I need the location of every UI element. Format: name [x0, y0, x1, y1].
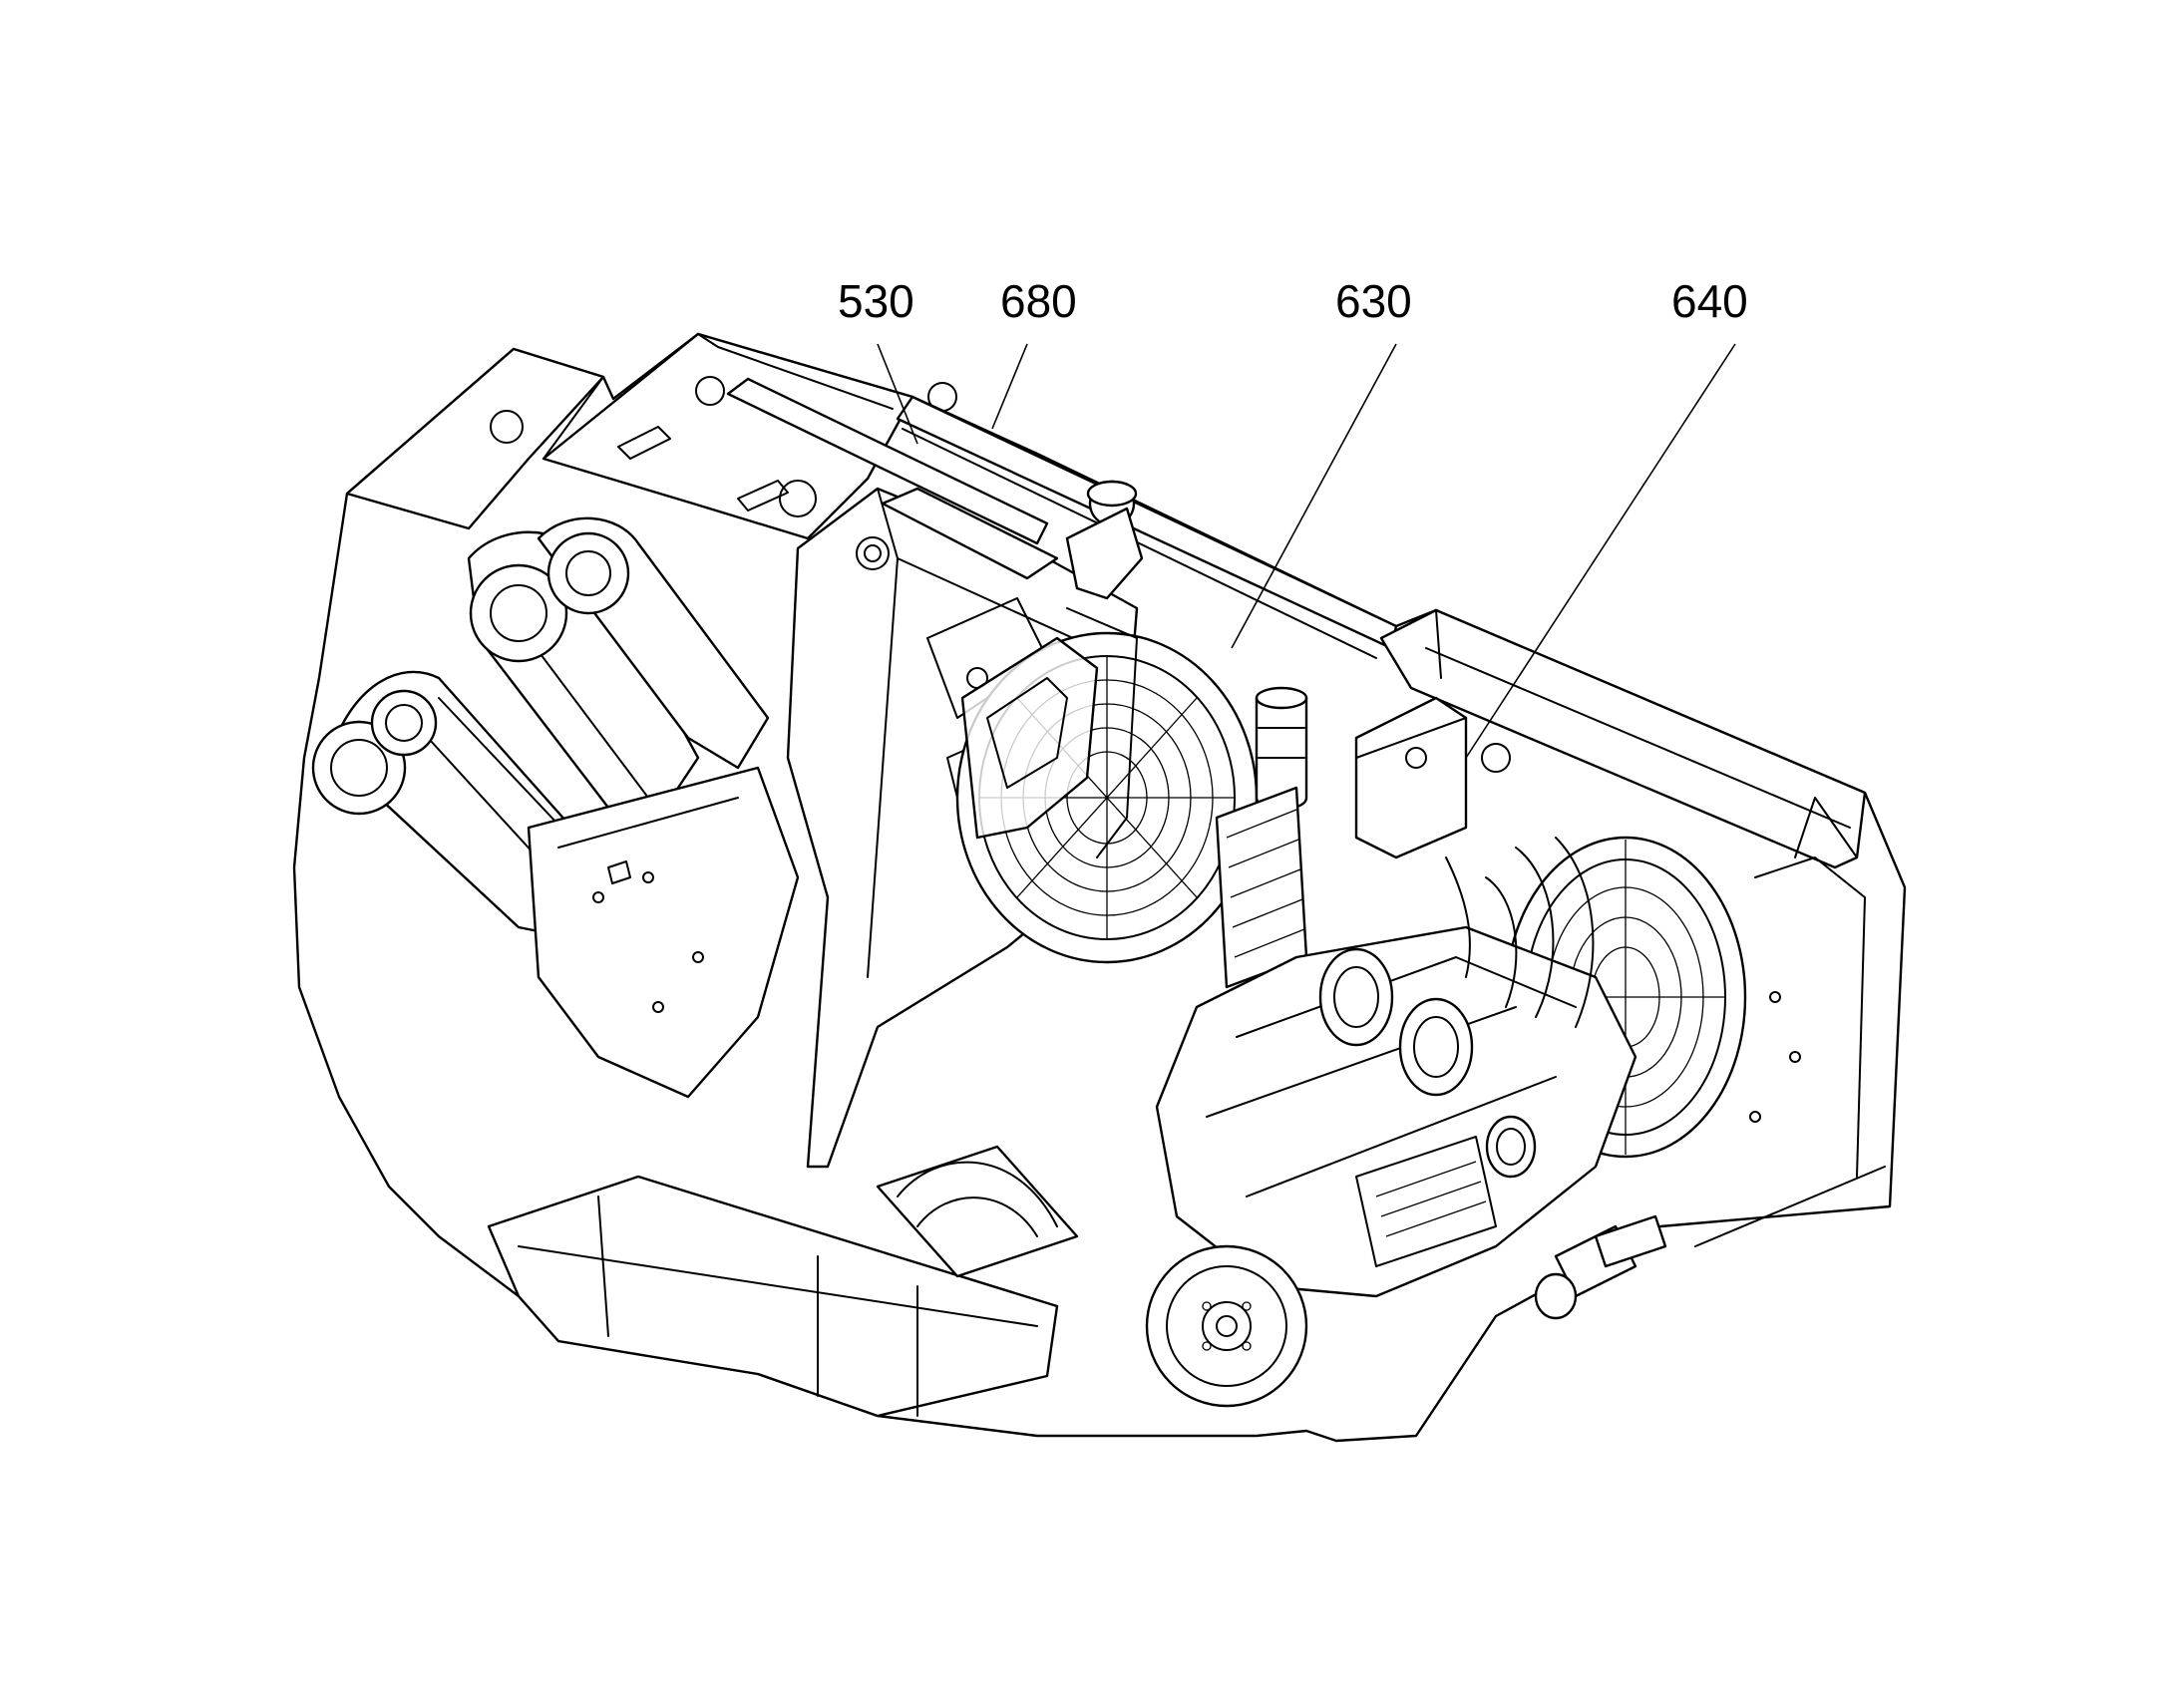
turbo-housing-icon	[1318, 947, 1394, 1047]
right-housing	[1354, 696, 1511, 859]
leader-680	[991, 343, 1028, 430]
pivot-bore-icon	[370, 689, 438, 757]
fan-bracket	[960, 607, 1138, 858]
engine-flywheel-icon	[1145, 1244, 1308, 1408]
pivot-bores	[311, 531, 630, 816]
leader-lines	[877, 343, 1736, 759]
exhaust-pipes	[1534, 1214, 1667, 1320]
pivot-bore-icon	[469, 563, 568, 663]
filter-canister	[1255, 686, 1308, 811]
leader-530	[877, 343, 918, 445]
top-deck	[345, 332, 957, 540]
lower-frame	[487, 1145, 1079, 1418]
turbo-housing-icon	[1485, 1115, 1537, 1179]
side-panel	[527, 766, 800, 1099]
reference-labels: 530 680 630 640	[838, 275, 1748, 327]
label-640: 640	[1671, 275, 1748, 327]
leader-630	[1231, 343, 1397, 649]
label-530: 530	[838, 275, 914, 327]
upper-rail	[896, 395, 1867, 869]
engine-assembly	[1155, 837, 1637, 1298]
radiator-block	[1215, 786, 1308, 989]
label-630: 630	[1335, 275, 1412, 327]
label-680: 680	[1000, 275, 1077, 327]
right-side-wall	[1694, 856, 1886, 1247]
pivot-bore-icon	[546, 531, 630, 615]
turbo-housing-icon	[1398, 997, 1474, 1097]
leader-640	[1465, 343, 1736, 759]
linkage	[726, 377, 1144, 600]
